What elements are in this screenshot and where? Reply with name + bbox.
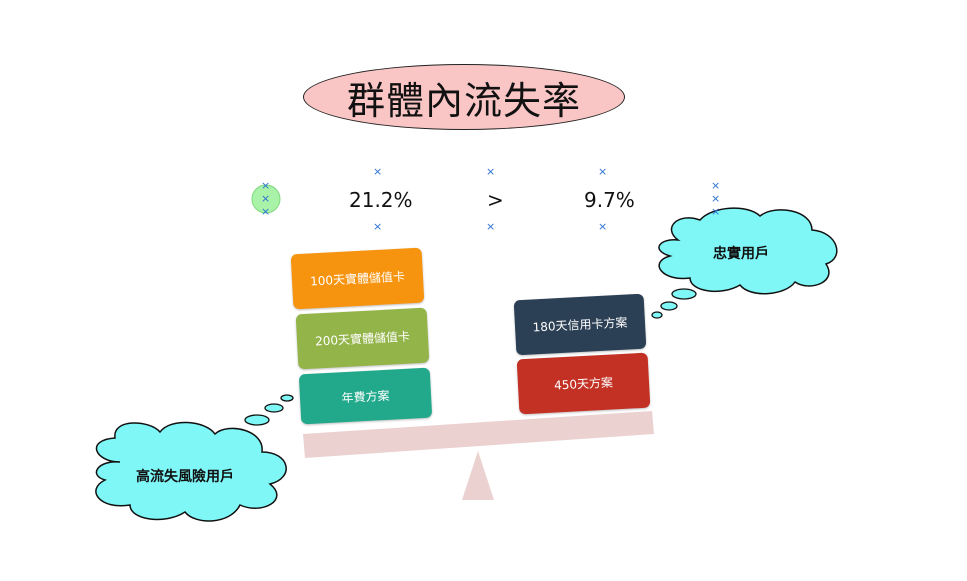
seesaw-beam <box>303 411 654 458</box>
thought-bubble <box>264 403 284 413</box>
right-cloud <box>651 207 838 319</box>
comparison-sign: > <box>487 188 504 212</box>
page-title: 群體內流失率 <box>303 64 625 130</box>
selection-handle[interactable]: × <box>598 165 608 178</box>
thought-bubble <box>244 414 270 426</box>
plan-card-label: 450天方案 <box>553 375 614 393</box>
thought-bubble <box>660 301 678 311</box>
selection-handle[interactable]: × <box>261 205 271 218</box>
selection-handle[interactable]: × <box>261 179 271 192</box>
right-cloud-label: 忠實用戶 <box>713 246 769 262</box>
plan-card-200-day-stored-value: 200天實體儲值卡 <box>295 307 430 370</box>
left-cloud-label: 高流失風險用戶 <box>136 469 234 485</box>
selection-handle[interactable]: × <box>373 220 383 233</box>
seesaw-fulcrum <box>462 451 494 500</box>
plan-card-100-day-stored-value: 100天實體儲值卡 <box>290 247 425 310</box>
selection-handle[interactable]: × <box>373 165 383 178</box>
selection-handle[interactable]: × <box>486 165 496 178</box>
thought-bubble <box>651 311 663 319</box>
selection-marker[interactable] <box>251 184 281 214</box>
plan-card-label: 100天實體儲值卡 <box>309 269 406 289</box>
selection-handle[interactable]: × <box>711 179 721 192</box>
selection-handle[interactable]: × <box>598 220 608 233</box>
selection-handle[interactable]: × <box>711 192 721 205</box>
thought-bubble <box>280 394 294 402</box>
plan-card-450-day: 450天方案 <box>516 352 651 415</box>
plan-card-label: 年費方案 <box>341 388 390 405</box>
selection-handle[interactable]: × <box>486 220 496 233</box>
thought-bubble <box>671 288 697 300</box>
selection-handle[interactable]: × <box>711 205 721 218</box>
plan-card-label: 200天實體儲值卡 <box>314 329 411 349</box>
left-cloud <box>95 394 294 522</box>
plan-card-180-day-credit-card: 180天信用卡方案 <box>513 293 647 356</box>
plan-card-annual-fee: 年費方案 <box>298 367 433 425</box>
right-churn-rate: 9.7% <box>584 188 635 212</box>
left-churn-rate: 21.2% <box>349 188 413 212</box>
selection-handle[interactable]: × <box>261 192 271 205</box>
plan-card-label: 180天信用卡方案 <box>532 315 628 335</box>
